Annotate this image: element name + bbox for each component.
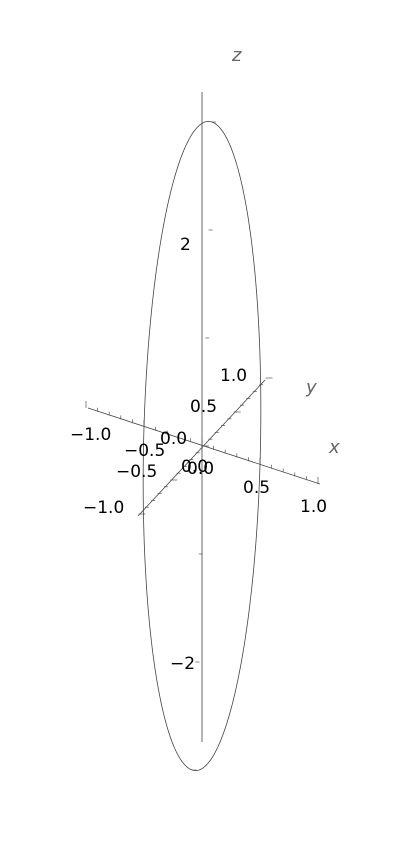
y-tick-label: 0.0 bbox=[160, 429, 187, 449]
x-tick-label: 0.0 bbox=[181, 457, 208, 477]
x-tick-label: −0.5 bbox=[124, 441, 165, 461]
z-tick-label: −2 bbox=[170, 654, 195, 674]
x-tick-label: 0.5 bbox=[243, 478, 270, 498]
ellipse-curve bbox=[142, 121, 262, 771]
z-tick-label: 2 bbox=[180, 235, 191, 255]
y-tick-label: 1.0 bbox=[220, 366, 247, 386]
z-axis-name: z bbox=[231, 45, 242, 66]
y-tick-label: −0.5 bbox=[116, 462, 157, 482]
x-tick-label: 1.0 bbox=[300, 497, 327, 517]
x-axis-name: x bbox=[328, 437, 340, 458]
y-axis-ticks bbox=[138, 377, 273, 515]
x-axis-ticks bbox=[85, 401, 319, 484]
y-axis-name: y bbox=[305, 377, 317, 398]
x-tick-label: 0.0 bbox=[187, 459, 214, 479]
y-tick-label: −1.0 bbox=[83, 498, 124, 518]
x-tick-label: −1.0 bbox=[70, 425, 111, 445]
y-tick-label: 0.5 bbox=[190, 397, 217, 417]
